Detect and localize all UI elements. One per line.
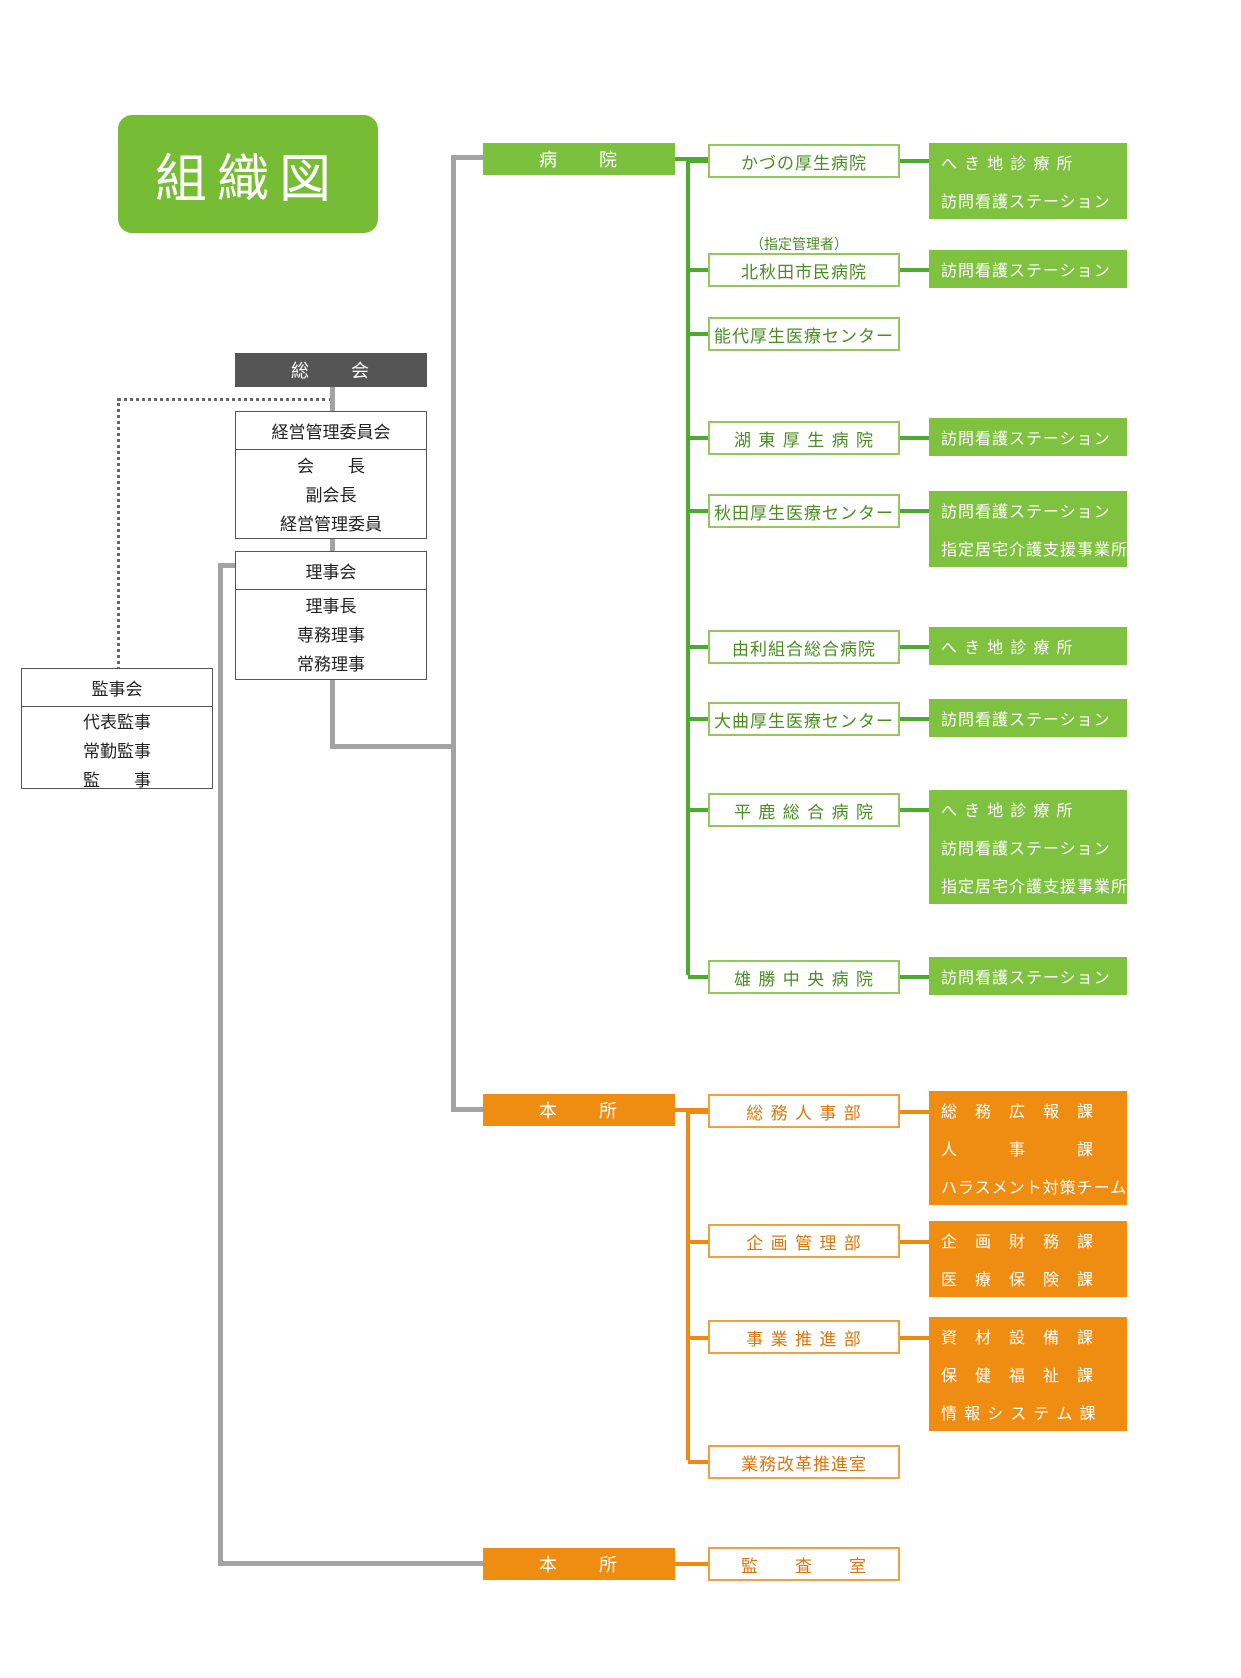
connector-spine-department (688, 1336, 708, 1340)
committee-member: 経営管理委員 (280, 515, 382, 535)
hospital-unit: 訪問看護ステーション (929, 828, 1127, 866)
auditor-member: 監 事 (83, 771, 151, 791)
hospital-unit: 訪問看護ステーション (929, 699, 1127, 737)
board-header: 理事会 (236, 552, 426, 590)
hospital-unit: 訪問看護ステーション (929, 250, 1127, 288)
connector-board-to-trunk (330, 744, 455, 749)
section-unit: 医 療 保 険 課 (929, 1259, 1127, 1297)
committee-member: 会 長 (297, 457, 365, 477)
connector-hospital-unit (900, 645, 929, 649)
hospital-unit: 指定居宅介護支援事業所 (929, 866, 1127, 904)
connector-trunk-hospitals (451, 155, 483, 160)
section-unit: 資 材 設 備 課 (929, 1317, 1127, 1355)
connector-assembly-committee (330, 387, 335, 413)
management-committee-header: 経営管理委員会 (236, 412, 426, 450)
audit-board-header: 監事会 (22, 669, 212, 707)
hospital-box: 湖 東 厚 生 病 院 (708, 421, 900, 455)
connector-department-unit (900, 1110, 929, 1114)
dotted-connector-horizontal (117, 398, 333, 401)
hospital-box: 由利組合総合病院 (708, 630, 900, 664)
department-box: 総 務 人 事 部 (708, 1094, 900, 1128)
committee-member: 副会長 (305, 486, 357, 506)
auditor-member: 代表監事 (83, 713, 151, 733)
section-unit: 企 画 財 務 課 (929, 1221, 1127, 1259)
section-unit: 情 報 シ ス テ ム 課 (929, 1393, 1127, 1431)
connector-spine-department (688, 1240, 708, 1244)
hospital-unit: へ き 地 診 療 所 (929, 790, 1127, 828)
audit-office-box: 監 査 室 (708, 1547, 900, 1581)
designated-manager-note: （指定管理者） (750, 237, 848, 253)
connector-spine-department (688, 1460, 708, 1464)
section-unit: 人 事 課 (929, 1129, 1127, 1167)
connector-hospital-unit (900, 159, 929, 163)
connector-department-unit (900, 1336, 929, 1340)
section-unit: 保 健 福 祉 課 (929, 1355, 1127, 1393)
connector-spine-hospital (688, 436, 708, 440)
board-member: 常務理事 (297, 655, 365, 675)
hospitals-header: 病 院 (483, 143, 675, 175)
connector-spine-hospital (688, 717, 708, 721)
hospital-unit: 訪問看護ステーション (929, 957, 1127, 995)
department-box: 企 画 管 理 部 (708, 1224, 900, 1258)
hospital-unit: 指定居宅介護支援事業所 (929, 529, 1127, 567)
hospital-box: 大曲厚生医療センター (708, 702, 900, 736)
connector-spine-hospital (688, 975, 708, 979)
connector-hospital-unit (900, 975, 929, 979)
connector-hospital-unit (900, 808, 929, 812)
connector-board-left (218, 563, 236, 568)
connector-spine-hospital (688, 645, 708, 649)
hospital-box: 雄 勝 中 央 病 院 (708, 960, 900, 994)
board-member: 専務理事 (297, 626, 365, 646)
connector-head-office-vertical (686, 1108, 690, 1460)
connector-spine-hospital (688, 332, 708, 336)
connector-hospital-unit (900, 509, 929, 513)
hospital-unit: 訪問看護ステーション (929, 181, 1127, 219)
hospital-unit: へ き 地 診 療 所 (929, 627, 1127, 665)
hospital-box: かづの厚生病院 (708, 144, 900, 178)
connector-trunk-head-office (451, 1107, 483, 1112)
connector-spine-hospital (688, 159, 708, 163)
page-title: 組織図 (118, 115, 378, 233)
section-unit: 総 務 広 報 課 (929, 1091, 1127, 1129)
connector-hospital-unit (900, 717, 929, 721)
audit-board-box: 監事会 代表監事 常勤監事 監 事 (21, 668, 213, 791)
connector-audit-office-header (672, 1562, 708, 1566)
connector-hospitals-vertical (686, 157, 690, 975)
connector-board-down (330, 680, 335, 747)
hospital-box: 北秋田市民病院 (708, 253, 900, 287)
hospital-box: 秋田厚生医療センター (708, 494, 900, 528)
connector-audit-office (218, 1561, 483, 1566)
hospital-unit: 訪問看護ステーション (929, 491, 1127, 529)
connector-hospital-unit (900, 436, 929, 440)
connector-main-trunk (451, 155, 456, 1112)
hospital-box: 能代厚生医療センター (708, 317, 900, 351)
section-unit: ハラスメント対策チーム (929, 1167, 1127, 1205)
department-box: 事 業 推 進 部 (708, 1320, 900, 1354)
connector-spine-hospital (688, 509, 708, 513)
connector-committee-board (330, 538, 335, 553)
connector-spine-hospital (688, 808, 708, 812)
general-assembly-box: 総 会 (235, 353, 427, 387)
dotted-connector-vertical (117, 398, 120, 670)
audit-head-office-header: 本 所 (483, 1548, 675, 1580)
hospital-unit: 訪問看護ステーション (929, 418, 1127, 456)
board-of-directors-box: 理事会 理事長 専務理事 常務理事 (235, 551, 427, 680)
connector-department-unit (900, 1240, 929, 1244)
connector-audit-trunk (218, 563, 223, 1566)
connector-hospital-unit (900, 268, 929, 272)
management-committee-box: 経営管理委員会 会 長 副会長 経営管理委員 (235, 411, 427, 539)
board-member: 理事長 (305, 597, 357, 617)
head-office-header: 本 所 (483, 1094, 675, 1126)
connector-spine-department (688, 1110, 708, 1114)
department-box: 業務改革推進室 (708, 1445, 900, 1479)
hospital-unit: へ き 地 診 療 所 (929, 143, 1127, 181)
auditor-member: 常勤監事 (83, 742, 151, 762)
connector-spine-hospital (688, 268, 708, 272)
hospital-box: 平 鹿 総 合 病 院 (708, 793, 900, 827)
